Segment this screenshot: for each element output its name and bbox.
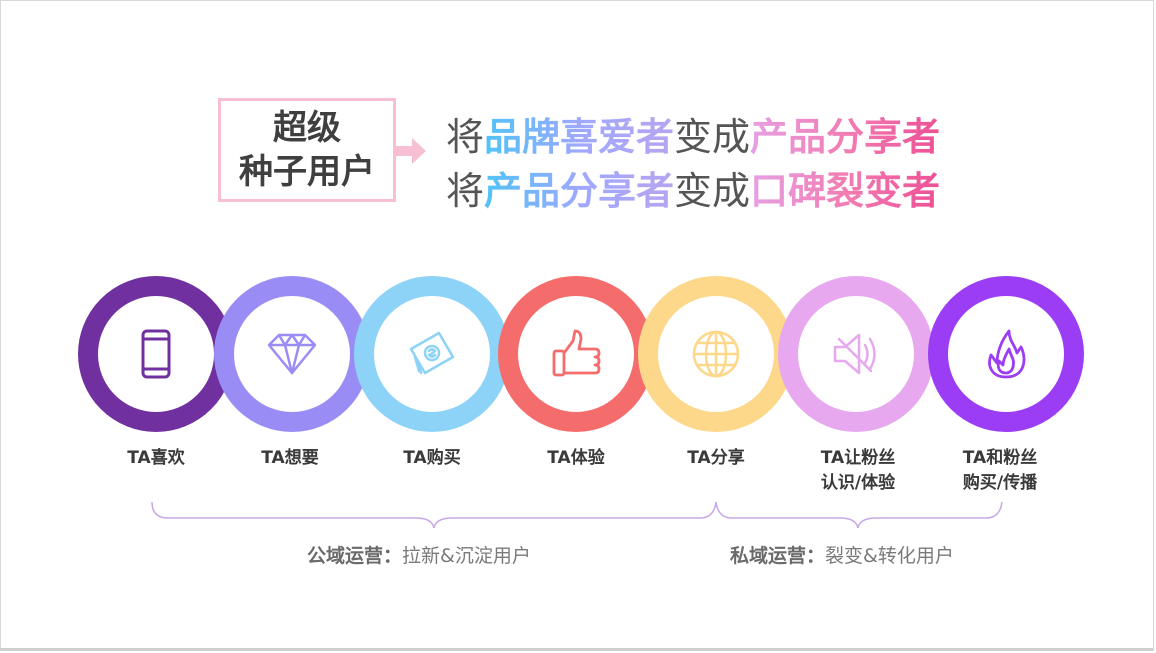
- line2-highlight2: 口碑裂变者: [750, 169, 941, 213]
- headline-line1: 将品牌喜爱者变成产品分享者: [446, 106, 940, 161]
- step-ring-buy: [354, 276, 510, 432]
- line2-pre: 将: [446, 169, 485, 213]
- thumbs-up-icon: [552, 329, 601, 377]
- step-ring-like: [78, 276, 234, 432]
- step-label-experience: TA体验: [506, 446, 646, 471]
- private-operation-desc: 裂变&转化用户: [825, 545, 954, 567]
- fire-icon: [988, 329, 1026, 379]
- step-label-line1: TA购买: [403, 448, 461, 468]
- step-label-fans-experience: TA让粉丝 认识/体验: [788, 446, 928, 496]
- money-icon: [409, 331, 455, 375]
- line2-mid: 变成: [674, 169, 751, 213]
- step-label-line1: TA让粉丝: [820, 448, 896, 468]
- diamond-icon: [267, 333, 317, 375]
- super-seed-user-box: 超级 种子用户: [218, 98, 396, 202]
- line1-pre: 将: [446, 115, 485, 159]
- globe-icon: [692, 330, 740, 378]
- step-label-line2: 购买/传播: [962, 473, 1038, 493]
- step-label-line1: TA和粉丝: [962, 448, 1038, 468]
- public-operation: 公域运营：拉新&沉淀用户: [307, 541, 531, 568]
- private-operation: 私域运营：裂变&转化用户: [730, 541, 954, 568]
- public-operation-label: 公域运营：: [307, 545, 403, 567]
- line1-mid: 变成: [674, 115, 751, 159]
- headline-line2: 将产品分享者变成口碑裂变者: [446, 160, 940, 215]
- step-label-want: TA想要: [220, 446, 360, 471]
- step-label-line1: TA喜欢: [127, 448, 185, 468]
- box-title-line2: 种子用户: [239, 152, 375, 192]
- step-ring-experience: [498, 276, 654, 432]
- step-label-fans-spread: TA和粉丝 购买/传播: [930, 446, 1070, 496]
- step-ring-fans-spread: [928, 276, 1084, 432]
- step-label-buy: TA购买: [362, 446, 502, 471]
- step-label-line1: TA想要: [261, 448, 319, 468]
- public-brace: [151, 501, 717, 529]
- tablet-icon: [141, 329, 171, 379]
- step-ring-want: [214, 276, 370, 432]
- step-label-share: TA分享: [646, 446, 786, 471]
- step-label-like: TA喜欢: [86, 446, 226, 471]
- step-ring-share: [638, 276, 794, 432]
- step-ring-fans-experience: [778, 276, 934, 432]
- public-operation-desc: 拉新&沉淀用户: [402, 545, 531, 567]
- grouping-brace: [151, 501, 1003, 529]
- line2-highlight1: 产品分享者: [484, 169, 675, 213]
- line1-highlight2: 产品分享者: [750, 115, 941, 159]
- speaker-icon: [833, 333, 876, 375]
- step-label-line2: 认识/体验: [820, 473, 896, 493]
- private-brace: [715, 501, 1003, 529]
- right-arrow-icon: [396, 138, 426, 164]
- step-label-line1: TA体验: [547, 448, 605, 468]
- private-operation-label: 私域运营：: [730, 545, 826, 567]
- line1-highlight1: 品牌喜爱者: [484, 115, 675, 159]
- box-title-line1: 超级: [273, 108, 341, 148]
- step-label-line1: TA分享: [687, 448, 745, 468]
